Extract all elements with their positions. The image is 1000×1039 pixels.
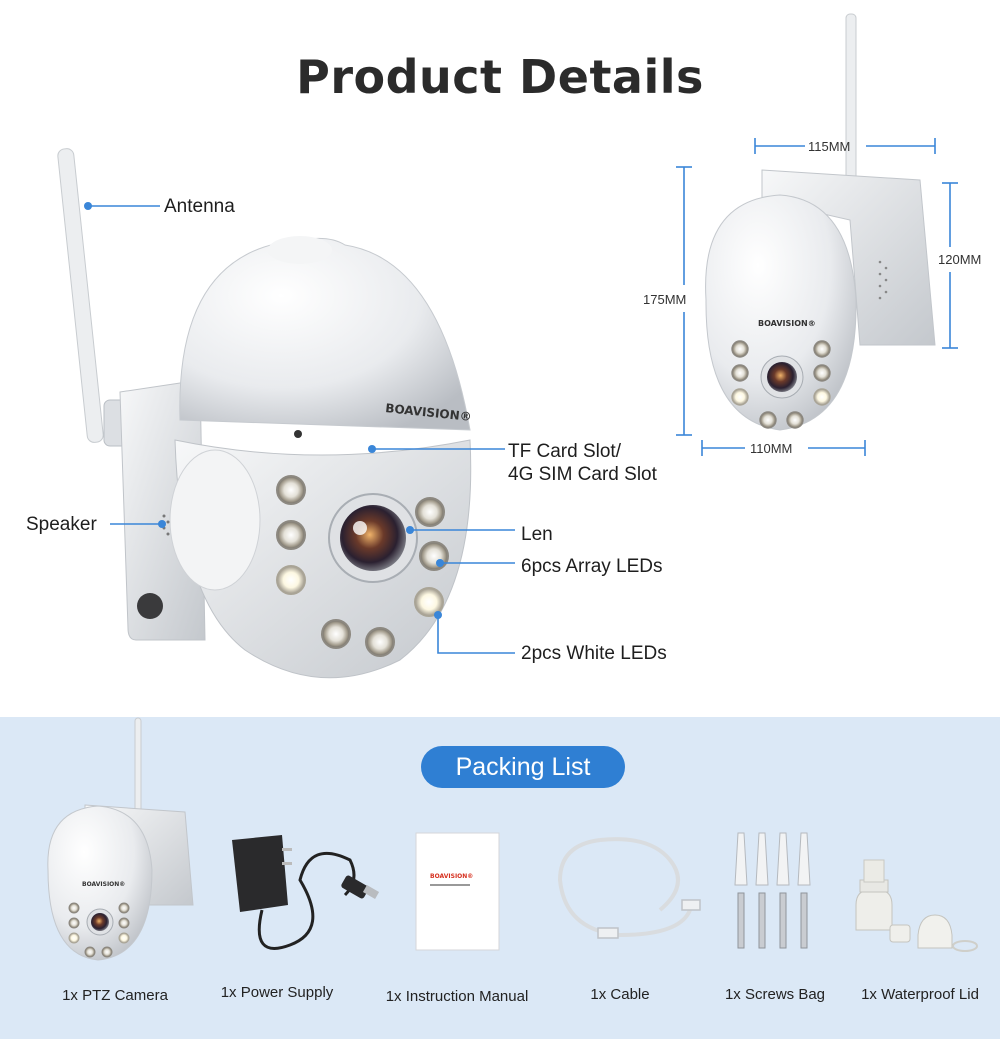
dimension-width-bottom: 110MM bbox=[750, 441, 793, 456]
callout-white-leds: 2pcs White LEDs bbox=[521, 643, 667, 664]
packing-list-title: Packing List bbox=[421, 746, 625, 788]
waterproof-lid-icon bbox=[855, 859, 978, 952]
svg-text:BOAVISION®: BOAVISION® bbox=[758, 319, 816, 328]
manual-icon: BOAVISION® bbox=[415, 832, 500, 951]
packing-item-cable: 1x Cable bbox=[590, 986, 650, 1003]
dimension-width-top: 115MM bbox=[808, 139, 851, 154]
packing-item-ptz-camera: 1x PTZ Camera bbox=[62, 987, 168, 1004]
dimension-height-right: 120MM bbox=[938, 252, 982, 267]
page-title: Product Details bbox=[296, 50, 704, 104]
network-cable-icon bbox=[557, 837, 701, 939]
callout-len: Len bbox=[521, 524, 553, 545]
packing-item-screws-bag: 1x Screws Bag bbox=[724, 986, 826, 1003]
packing-item-waterproof-lid: 1x Waterproof Lid bbox=[861, 986, 979, 1003]
svg-text:BOAVISION®: BOAVISION® bbox=[82, 881, 125, 888]
callout-speaker: Speaker bbox=[26, 514, 97, 535]
packing-item-instruction-manual: 1x Instruction Manual bbox=[385, 988, 529, 1005]
main-camera-illustration: BOAVISION® bbox=[57, 148, 515, 679]
screws-icon bbox=[734, 832, 811, 949]
white-leds bbox=[276, 565, 444, 617]
callout-sim-card: 4G SIM Card Slot bbox=[508, 464, 657, 485]
dimension-camera-illustration: BOAVISION® bbox=[676, 13, 958, 456]
ptz-camera-icon: BOAVISION® bbox=[47, 717, 194, 961]
power-adapter-icon bbox=[232, 835, 380, 950]
callout-array-leds: 6pcs Array LEDs bbox=[521, 556, 663, 577]
packing-item-power-supply: 1x Power Supply bbox=[220, 984, 334, 1001]
svg-text:BOAVISION®: BOAVISION® bbox=[430, 873, 473, 880]
callout-tf-card: TF Card Slot/ bbox=[508, 441, 621, 462]
dimension-height-left: 175MM bbox=[643, 292, 687, 307]
callout-antenna: Antenna bbox=[164, 196, 235, 217]
